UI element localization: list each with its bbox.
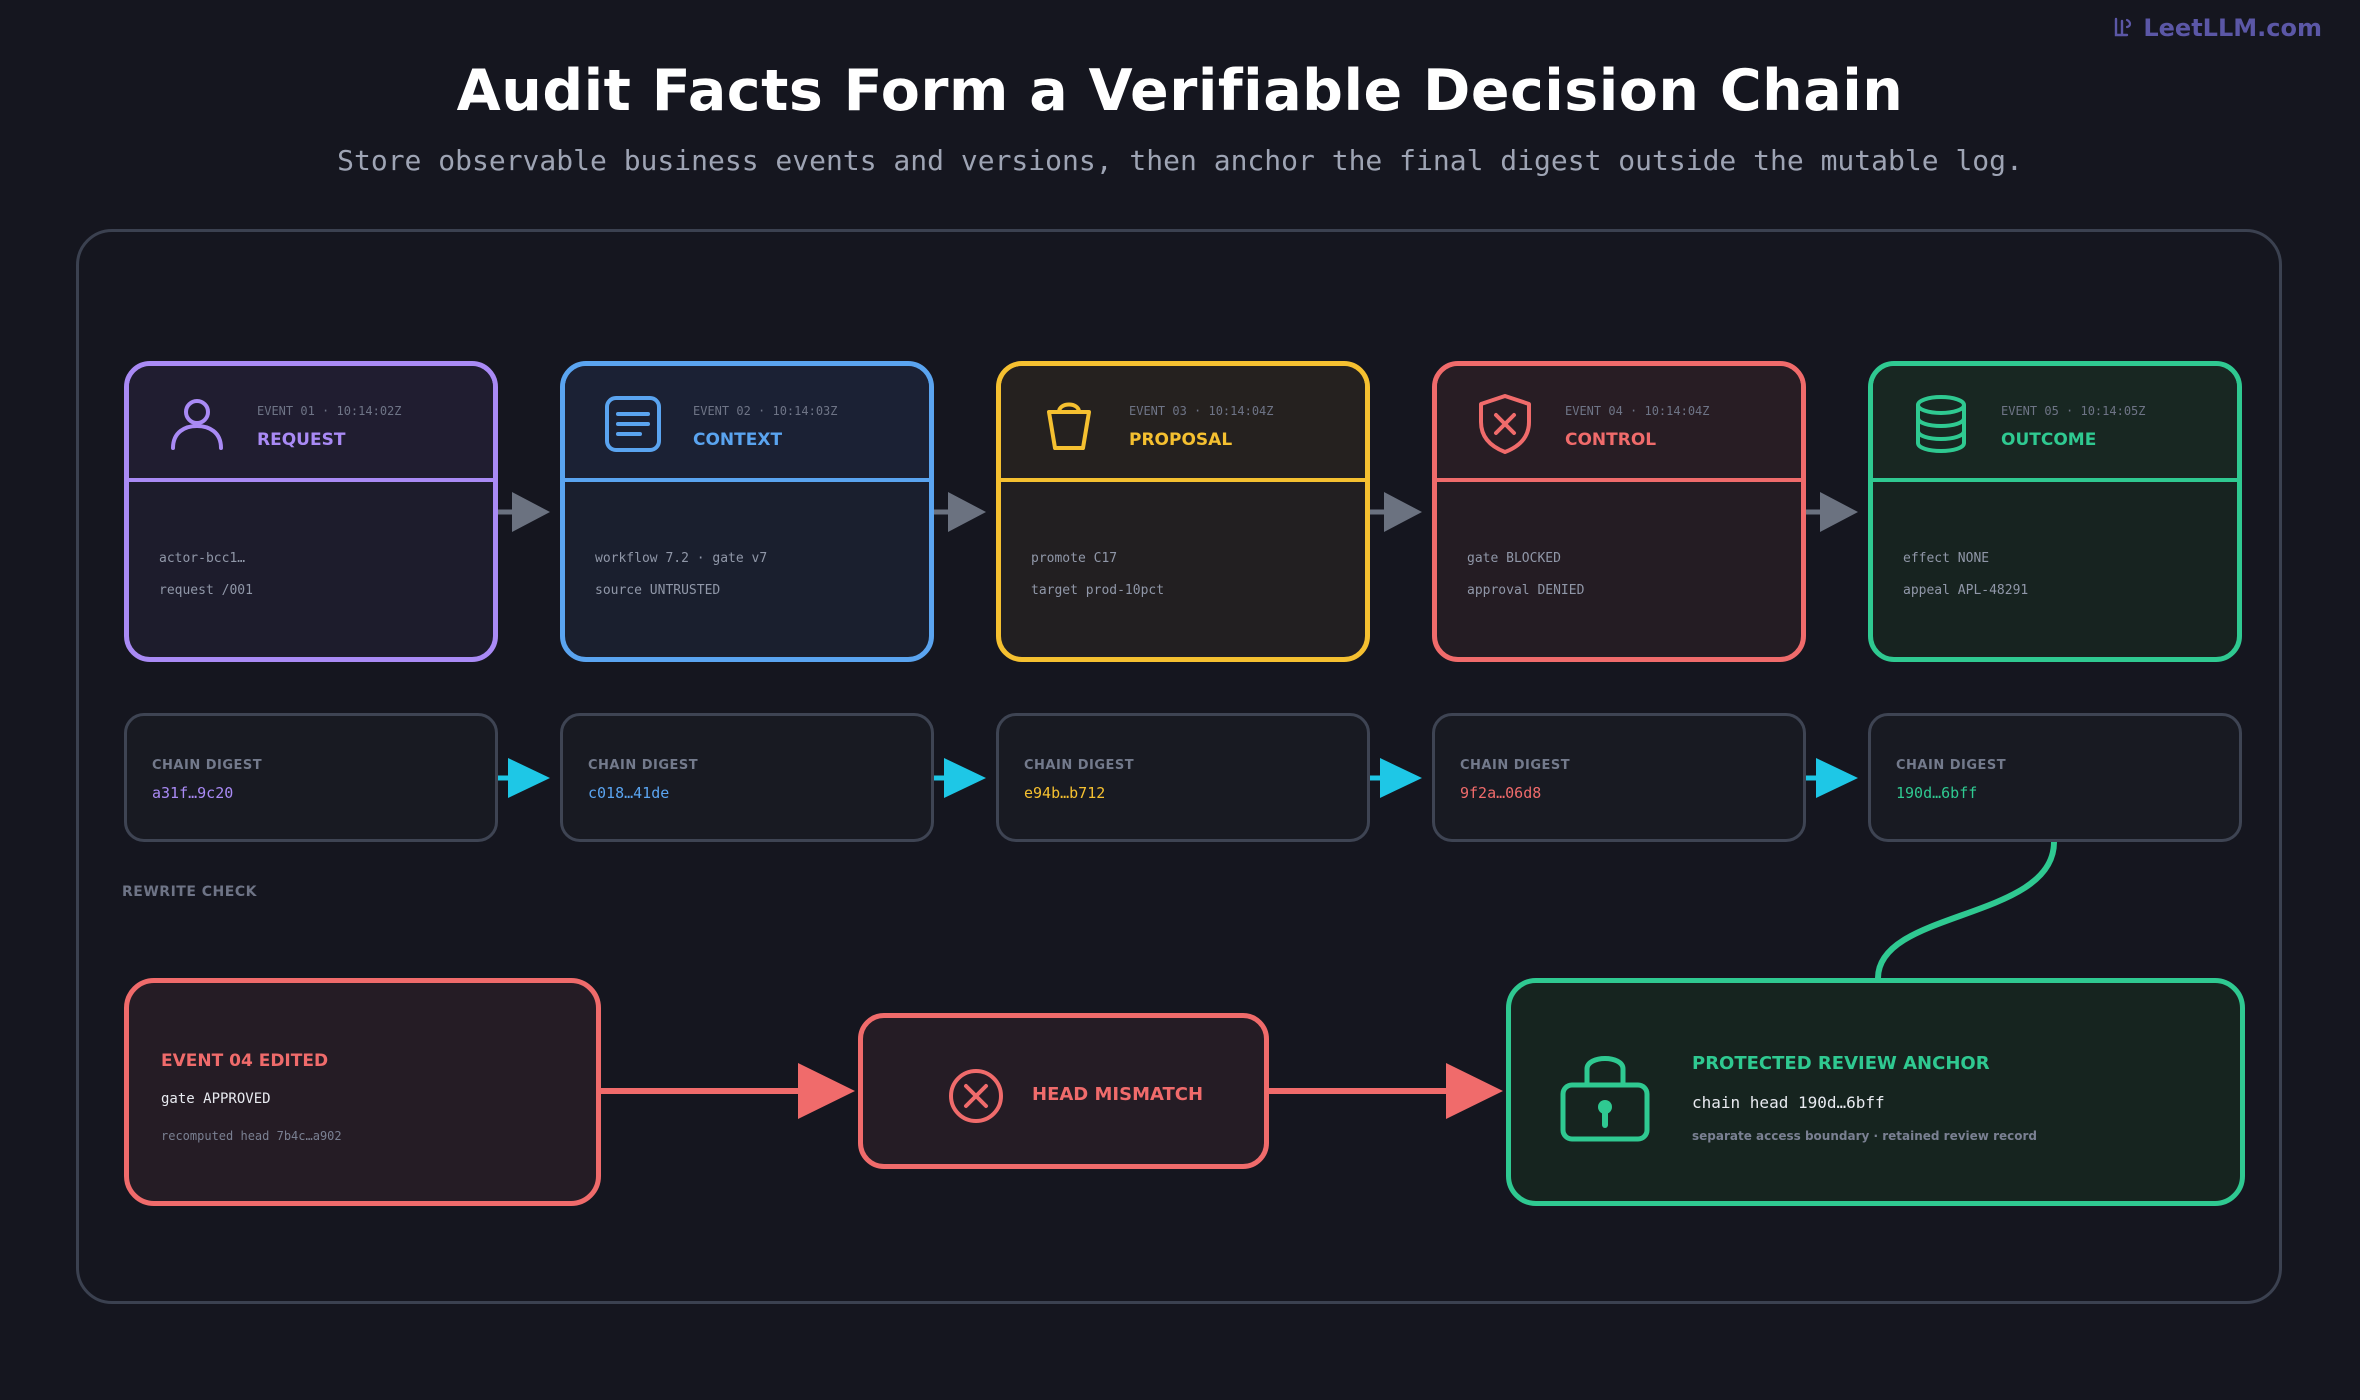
- page-subtitle: Store observable business events and ver…: [337, 144, 2023, 177]
- bucket-icon: [1047, 402, 1091, 450]
- x-circle-icon: [949, 1069, 1003, 1123]
- brand[interactable]: LeetLLM.com: [2109, 14, 2322, 42]
- edited-title: EVENT 04 EDITED: [161, 1051, 329, 1071]
- event-detail: actor-bcc1…: [159, 551, 246, 566]
- digest-value: c018…41de: [588, 784, 670, 802]
- event-detail: effect NONE: [1903, 551, 1990, 566]
- event-card-context[interactable]: EVENT 02 · 10:14:03Z CONTEXT workflow 7.…: [560, 361, 934, 662]
- brand-text: LeetLLM.com: [2143, 14, 2322, 42]
- event-label: OUTCOME: [2001, 430, 2097, 450]
- recomputed-head: recomputed head 7b4c…a902: [161, 1129, 342, 1143]
- lock-icon: [1560, 1056, 1650, 1142]
- database-icon: [1916, 395, 1966, 454]
- digest-label: CHAIN DIGEST: [152, 758, 263, 773]
- event-meta: EVENT 04 · 10:14:04Z: [1565, 404, 1710, 418]
- diagram-frame: [76, 229, 2282, 1304]
- user-icon: [171, 399, 223, 450]
- shield-x-icon: [1479, 394, 1531, 454]
- edited-event-card[interactable]: EVENT 04 EDITED gate APPROVED recomputed…: [124, 978, 601, 1206]
- event-meta: EVENT 01 · 10:14:02Z: [257, 404, 402, 418]
- mismatch-title: HEAD MISMATCH: [1032, 1084, 1204, 1105]
- digest-card-1[interactable]: CHAIN DIGEST a31f…9c20: [124, 713, 498, 842]
- digest-value: e94b…b712: [1024, 784, 1106, 802]
- digest-card-2[interactable]: CHAIN DIGEST c018…41de: [560, 713, 934, 842]
- event-label: CONTROL: [1565, 430, 1657, 450]
- event-meta: EVENT 05 · 10:14:05Z: [2001, 404, 2146, 418]
- digest-value: 9f2a…06d8: [1460, 784, 1542, 802]
- event-card-proposal[interactable]: EVENT 03 · 10:14:04Z PROPOSAL promote C1…: [996, 361, 1370, 662]
- event-detail: source UNTRUSTED: [595, 583, 721, 598]
- digest-card-4[interactable]: CHAIN DIGEST 9f2a…06d8: [1432, 713, 1806, 842]
- protected-anchor-card[interactable]: PROTECTED REVIEW ANCHOR chain head 190d……: [1506, 978, 2245, 1206]
- digest-value: a31f…9c20: [152, 784, 234, 802]
- rewrite-check-label: REWRITE CHECK: [122, 884, 257, 900]
- event-card-request[interactable]: EVENT 01 · 10:14:02Z REQUEST actor-bcc1……: [124, 361, 498, 662]
- event-detail: approval DENIED: [1467, 583, 1585, 598]
- event-detail: target prod-10pct: [1031, 583, 1165, 598]
- event-detail: gate BLOCKED: [1467, 551, 1561, 566]
- digest-label: CHAIN DIGEST: [1896, 758, 2007, 773]
- document-icon: [605, 396, 661, 452]
- event-meta: EVENT 03 · 10:14:04Z: [1129, 404, 1274, 418]
- logo-icon: [2115, 17, 2132, 37]
- digest-label: CHAIN DIGEST: [588, 758, 699, 773]
- anchor-value: chain head 190d…6bff: [1692, 1093, 1885, 1112]
- digest-label: CHAIN DIGEST: [1460, 758, 1571, 773]
- digest-card-5[interactable]: CHAIN DIGEST 190d…6bff: [1868, 713, 2242, 842]
- digest-label: CHAIN DIGEST: [1024, 758, 1135, 773]
- anchor-title: PROTECTED REVIEW ANCHOR: [1692, 1053, 1990, 1074]
- event-card-outcome[interactable]: EVENT 05 · 10:14:05Z OUTCOME effect NONE…: [1868, 361, 2242, 662]
- edited-value: gate APPROVED: [161, 1091, 271, 1107]
- page-title: Audit Facts Form a Verifiable Decision C…: [456, 58, 1904, 124]
- event-meta: EVENT 02 · 10:14:03Z: [693, 404, 838, 418]
- digest-value: 190d…6bff: [1896, 784, 1978, 802]
- event-detail: workflow 7.2 · gate v7: [595, 551, 768, 566]
- head-mismatch-card[interactable]: HEAD MISMATCH: [858, 1013, 1269, 1169]
- anchor-subtitle: separate access boundary · retained revi…: [1692, 1129, 2037, 1143]
- digest-card-3[interactable]: CHAIN DIGEST e94b…b712: [996, 713, 1370, 842]
- event-detail: promote C17: [1031, 551, 1118, 566]
- event-detail: request /001: [159, 583, 253, 598]
- event-label: REQUEST: [257, 430, 346, 450]
- event-detail: appeal APL-48291: [1903, 583, 2029, 598]
- event-card-control[interactable]: EVENT 04 · 10:14:04Z CONTROL gate BLOCKE…: [1432, 361, 1806, 662]
- event-label: CONTEXT: [693, 430, 783, 450]
- event-label: PROPOSAL: [1129, 430, 1233, 450]
